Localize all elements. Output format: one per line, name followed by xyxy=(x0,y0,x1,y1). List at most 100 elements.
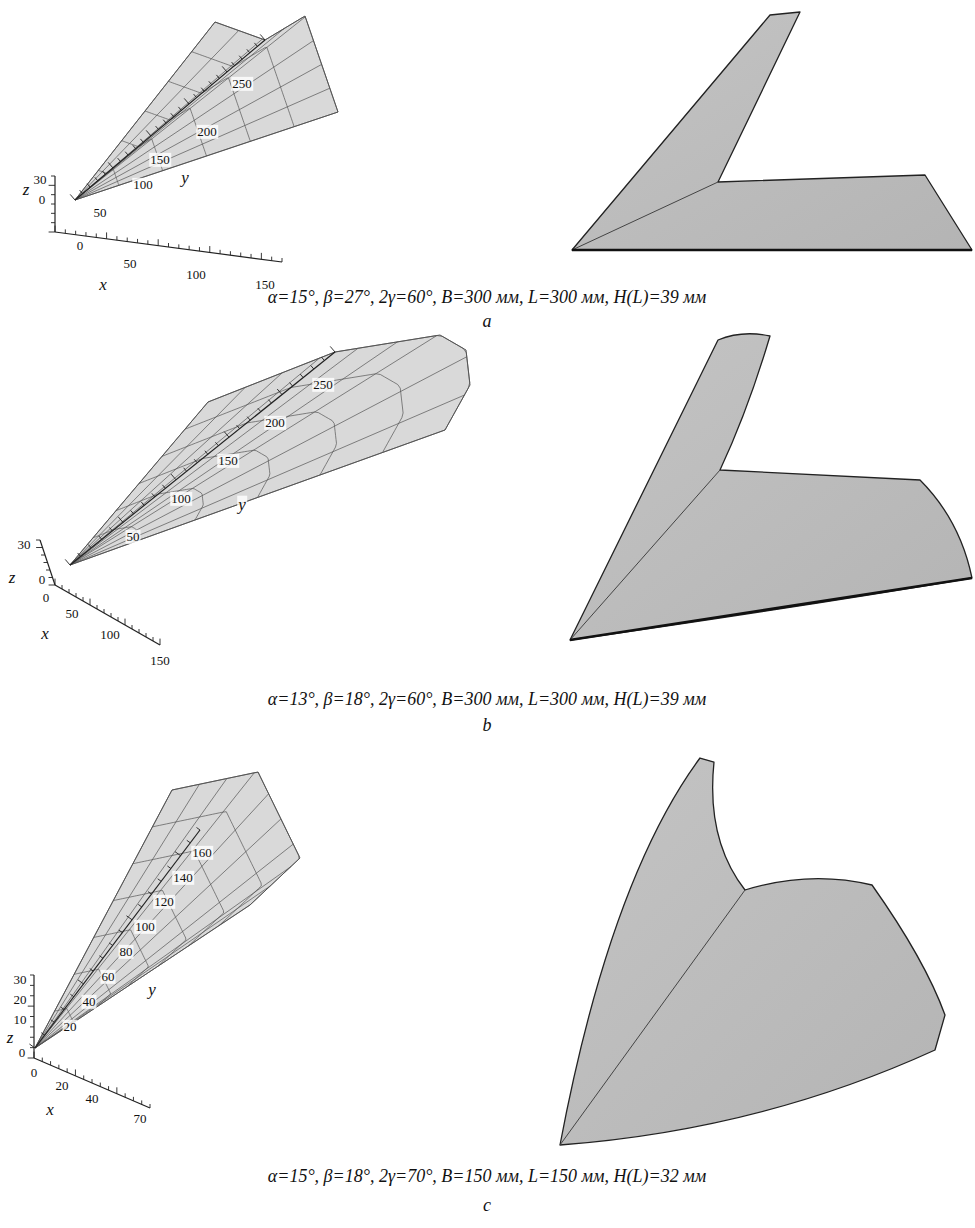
grid-line xyxy=(75,22,215,200)
tick-label: 150 xyxy=(217,454,239,468)
panel-letter: b xyxy=(483,716,492,736)
axis-tick xyxy=(224,432,229,438)
axis-tick xyxy=(194,459,197,463)
axis-tick xyxy=(28,1058,34,1059)
axis-tick xyxy=(220,250,221,254)
grid-line xyxy=(70,336,437,565)
tick-label: 20 xyxy=(55,1079,70,1093)
tick-label: 10 xyxy=(13,1013,28,1027)
axis-tick xyxy=(194,94,197,98)
axis-tick xyxy=(300,374,303,378)
axis-tick xyxy=(184,98,189,104)
axis-tick xyxy=(171,474,176,480)
axis-tick xyxy=(118,158,121,162)
axis-tick xyxy=(330,346,335,352)
axis-tick xyxy=(141,502,144,506)
tick-label: 20 xyxy=(63,1020,78,1034)
axis-tick xyxy=(187,840,191,843)
axis-tick xyxy=(51,176,55,177)
axis-tick xyxy=(178,107,181,111)
x-axis xyxy=(55,579,160,645)
surface-plot xyxy=(75,16,338,200)
tick-label: 250 xyxy=(312,378,334,392)
axis-tick xyxy=(171,113,174,117)
axis-tick xyxy=(70,994,74,997)
tick-label: 0 xyxy=(38,193,47,207)
axis-tick xyxy=(205,451,208,455)
tick-label: 100 xyxy=(99,628,121,642)
grid-line xyxy=(70,358,320,565)
axis-tick xyxy=(69,589,70,593)
axis-tick xyxy=(102,171,105,175)
grid-line xyxy=(35,784,199,1048)
blade-render xyxy=(572,12,972,250)
axis-tick xyxy=(51,213,55,214)
axis-tick xyxy=(201,88,204,92)
surface-fill xyxy=(35,772,300,1048)
grid-line xyxy=(75,41,313,200)
axis-name: y xyxy=(237,496,247,515)
axis-line xyxy=(55,232,282,262)
grid-line xyxy=(75,17,305,200)
axis-tick xyxy=(251,254,252,258)
axis-tick xyxy=(88,544,91,548)
axis-tick xyxy=(140,139,143,143)
grid-line xyxy=(215,17,338,112)
axis-tick xyxy=(158,239,159,245)
tick-label: 30 xyxy=(13,973,28,987)
axis-tick xyxy=(125,152,128,156)
grid-line xyxy=(70,348,358,565)
axis-tick xyxy=(237,425,240,429)
axis-name: x xyxy=(45,1101,55,1120)
blade-surface xyxy=(572,12,972,250)
grid-line xyxy=(70,357,467,565)
axis-tick xyxy=(83,597,84,601)
grid-line xyxy=(113,890,186,966)
surface-fill xyxy=(75,16,338,200)
tick-label: 0 xyxy=(18,1046,27,1060)
axis-tick xyxy=(268,400,271,404)
axis-tick xyxy=(46,570,50,571)
axis-tick xyxy=(104,609,105,613)
axis-tick xyxy=(118,617,119,621)
axis-tick xyxy=(108,1086,109,1090)
axis-tick xyxy=(75,1069,76,1075)
grid-line xyxy=(172,772,299,905)
grid-line xyxy=(35,844,293,1048)
z-axis xyxy=(28,975,34,1058)
axis-tick xyxy=(36,547,42,548)
axis-tick xyxy=(147,240,148,244)
axis-tick xyxy=(30,1016,34,1017)
axis-tick xyxy=(95,177,98,181)
axis-tick xyxy=(125,1093,126,1097)
axis-tick xyxy=(55,579,56,585)
axis-tick xyxy=(127,238,128,242)
tick-label: 200 xyxy=(196,125,218,139)
grid-line xyxy=(75,29,284,200)
axis-tick xyxy=(321,357,324,361)
tick-label: 160 xyxy=(191,846,213,860)
ridge-axis xyxy=(65,346,335,565)
grid-line xyxy=(75,64,322,200)
tick-label: 0 xyxy=(76,239,85,253)
blade-render xyxy=(560,758,945,1145)
axis-tick xyxy=(51,204,55,205)
axis-tick xyxy=(160,639,161,645)
tick-label: 80 xyxy=(119,945,134,959)
axis-tick xyxy=(111,613,112,617)
axis-tick xyxy=(197,828,201,831)
fold-line xyxy=(570,470,720,640)
axis-tick xyxy=(163,120,166,124)
axis-tick xyxy=(65,229,66,233)
tick-label: 100 xyxy=(134,920,156,934)
axis-tick xyxy=(261,253,262,259)
axis-tick xyxy=(222,66,227,72)
panel-letter: a xyxy=(483,312,492,332)
cutting-edge xyxy=(570,578,972,640)
axis-tick xyxy=(247,49,250,53)
axis-line xyxy=(35,830,200,1048)
tick-label: 50 xyxy=(65,607,80,621)
axis-tick xyxy=(139,629,140,633)
axis-tick xyxy=(162,485,165,489)
